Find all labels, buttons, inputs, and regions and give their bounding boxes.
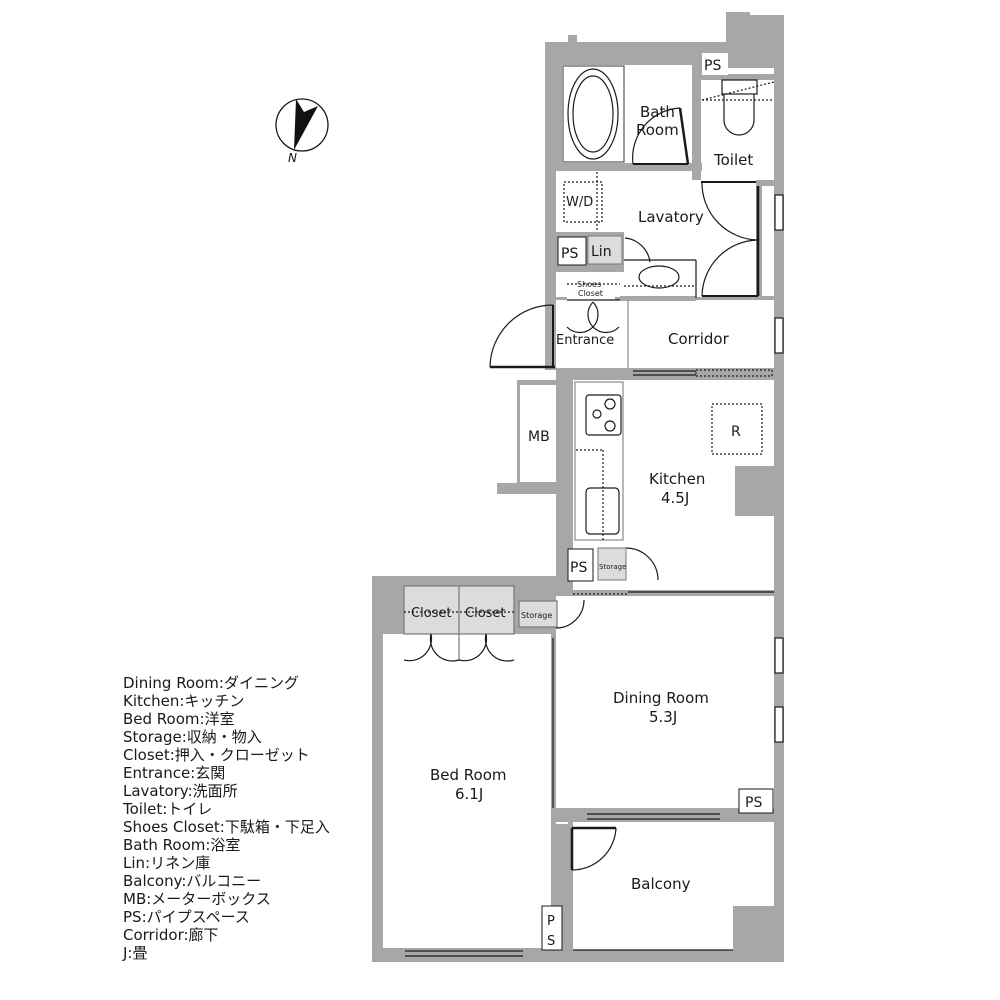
legend-item: Kitchen:キッチン xyxy=(123,692,245,710)
shoes-closet-label-2: Closet xyxy=(578,289,603,298)
kitchen-label: Kitchen xyxy=(649,470,705,488)
bath-room-label-1: Bath xyxy=(640,103,675,121)
closet-2-label: Closet xyxy=(465,606,506,621)
lin-label: Lin xyxy=(591,244,612,260)
legend-item: Closet:押入・クローゼット xyxy=(123,746,310,764)
closet-1-label: Closet xyxy=(411,606,452,621)
mb-label: MB xyxy=(528,429,550,445)
dining-room-size: 5.3J xyxy=(649,708,677,726)
legend-item: Shoes Closet:下駄箱・下足入 xyxy=(123,818,330,836)
legend-item: MB:メーターボックス xyxy=(123,890,271,908)
bathtub-frame xyxy=(562,65,625,163)
dining-room-label: Dining Room xyxy=(613,689,709,707)
legend-item: PS:パイプスペース xyxy=(123,908,250,926)
legend: Dining Room:ダイニング Kitchen:キッチン Bed Room:… xyxy=(123,674,330,962)
legend-item: Bed Room:洋室 xyxy=(123,710,235,728)
legend-item: Lavatory:洗面所 xyxy=(123,782,238,800)
toilet-icon xyxy=(701,79,775,136)
legend-item: Balcony:バルコニー xyxy=(123,872,262,890)
bed-room-size: 6.1J xyxy=(455,785,483,803)
compass-label: N xyxy=(288,151,297,165)
legend-item: Storage:収納・物入 xyxy=(123,728,262,746)
ps-top-label: PS xyxy=(704,58,721,74)
legend-item: Bath Room:浴室 xyxy=(123,836,241,854)
balcony-label: Balcony xyxy=(631,875,691,893)
ps-kitchen-label: PS xyxy=(570,560,587,576)
legend-item: Dining Room:ダイニング xyxy=(123,674,299,692)
legend-item: Entrance:玄関 xyxy=(123,764,226,782)
bed-room-label: Bed Room xyxy=(430,766,507,784)
bathtub-icon xyxy=(567,68,619,160)
shoes-closet-label-1: Shoes xyxy=(577,280,601,289)
entrance-label: Entrance xyxy=(556,333,614,348)
fixtures xyxy=(403,65,784,957)
washer-dryer-icon xyxy=(563,181,603,223)
wd-label: W/D xyxy=(566,195,593,210)
ps-lavatory-label: PS xyxy=(561,246,578,262)
toilet-label: Toilet xyxy=(713,151,753,169)
legend-item: J:畳 xyxy=(123,944,148,962)
legend-item: Toilet:トイレ xyxy=(123,800,213,818)
stove-burner-icons xyxy=(592,398,616,432)
ps-dining-label: PS xyxy=(745,795,762,811)
ps-balcony-label-2: S xyxy=(547,934,555,949)
ps-balcony-label-1: P xyxy=(547,914,555,929)
storage-bed-label: Storage xyxy=(521,611,552,620)
bath-room-label-2: Room xyxy=(636,121,679,139)
washbasin-icon xyxy=(638,265,680,289)
refrigerator-icon xyxy=(711,403,763,455)
legend-item: Corridor:廊下 xyxy=(123,926,219,944)
corridor-label: Corridor xyxy=(668,330,730,348)
north-arrow-icon xyxy=(275,98,329,152)
room-interiors xyxy=(383,53,774,950)
legend-item: Lin:リネン庫 xyxy=(123,854,211,872)
storage-kitchen-label: Storage xyxy=(599,563,626,571)
refrigerator-label: R xyxy=(731,424,741,440)
kitchen-size: 4.5J xyxy=(661,489,689,507)
lavatory-label: Lavatory xyxy=(638,208,704,226)
